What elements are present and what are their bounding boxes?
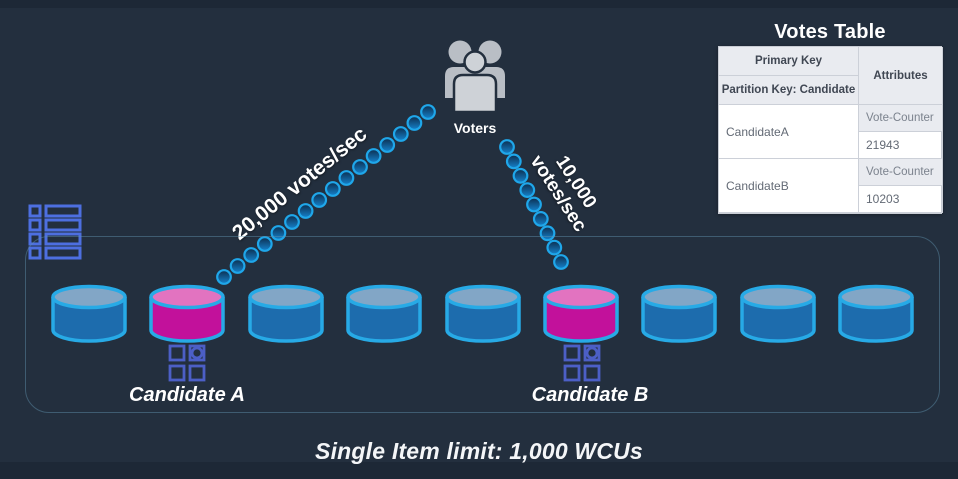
partition-cylinder [739,284,816,343]
table-row-key: CandidateA [719,105,859,159]
caption-wcu-limit: Single Item limit: 1,000 WCUs [315,438,643,464]
partition-cylinder [444,284,521,343]
table-row-key: CandidateB [719,159,859,213]
flow-a-rate-label: 20,000 votes/sec [228,122,372,245]
table-row-attribute-name: Vote-Counter [859,159,943,186]
bottom-band [0,462,958,479]
partition-grid-icon-a [168,344,206,382]
column-header-primary-key: Primary Key [719,47,859,76]
partition-cylinder [51,284,127,343]
flow-b-rate-label: 10,000 votes/sec [526,140,608,236]
partition-cylinder-hot [149,284,226,343]
partition-cylinder [641,284,717,343]
table-row-attribute-value: 21943 [859,132,943,159]
column-header-partition-key: Partition Key: Candidate [719,76,859,105]
table-row-attribute-name: Vote-Counter [859,105,943,132]
voters-icon [445,40,505,114]
candidate-b-label: Candidate B [531,384,649,406]
partition-cylinder [248,284,324,343]
partition-row [25,283,940,347]
partition-cylinder [346,284,422,343]
table-row-attribute-value: 10203 [859,186,943,213]
partition-cylinder-hot [543,284,619,343]
votes-table: Primary Key Attributes Partition Key: Ca… [718,46,943,214]
column-header-attributes: Attributes [859,47,943,105]
top-band [0,0,958,8]
partition-cylinder [838,284,914,343]
voters-label: Voters [453,120,497,136]
candidate-a-label: Candidate A [129,384,245,406]
votes-table-title: Votes Table [774,21,886,43]
voters-group: Voters [441,38,509,136]
partition-grid-icon-b [563,344,601,382]
partition-container [25,236,940,413]
